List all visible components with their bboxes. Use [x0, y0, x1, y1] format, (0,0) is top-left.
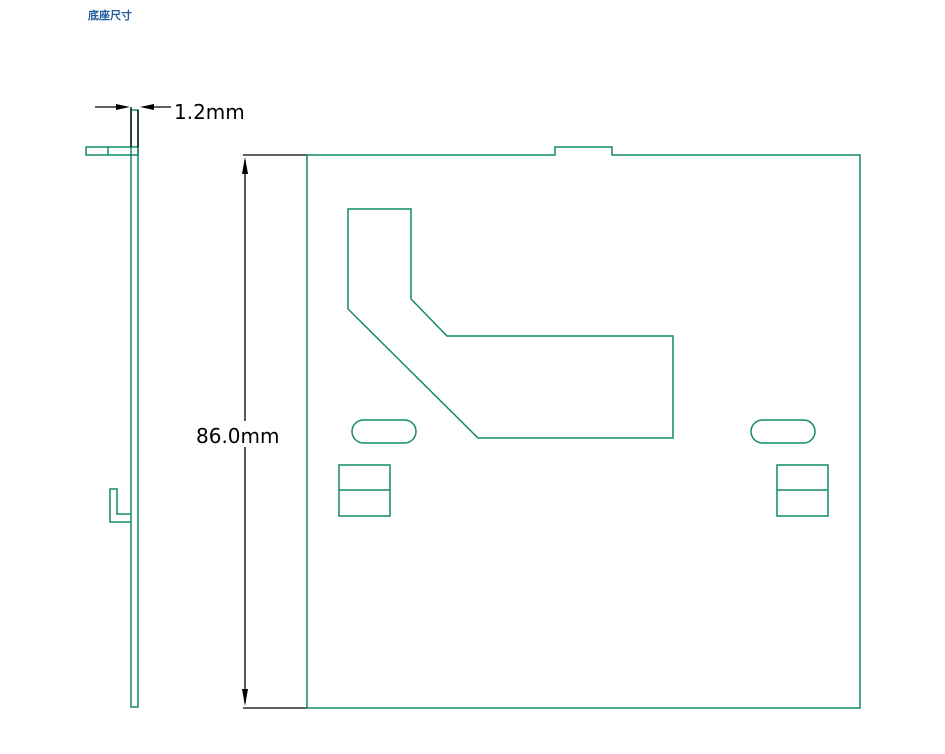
top-flange: [85, 146, 139, 156]
side-profile-view: [85, 109, 139, 708]
height-arrow-bottom: [242, 689, 248, 706]
base-plate-outline: [306, 146, 861, 709]
right-slot: [750, 419, 816, 444]
thickness-arrow-left-head: [116, 104, 130, 110]
front-view: [306, 146, 861, 709]
thickness-arrow-right-head: [140, 104, 154, 110]
height-arrow-top: [242, 157, 248, 174]
section-title: 底座尺寸: [88, 9, 132, 22]
height-label: 86.0mm: [196, 424, 280, 448]
side-plate: [130, 109, 139, 708]
thickness-label: 1.2mm: [174, 100, 245, 124]
l-shaped-cutout: [347, 208, 674, 439]
left-slot: [351, 419, 417, 444]
height-label-bg: [194, 421, 299, 447]
side-hook: [109, 488, 131, 523]
thickness-dimension: [95, 104, 171, 147]
